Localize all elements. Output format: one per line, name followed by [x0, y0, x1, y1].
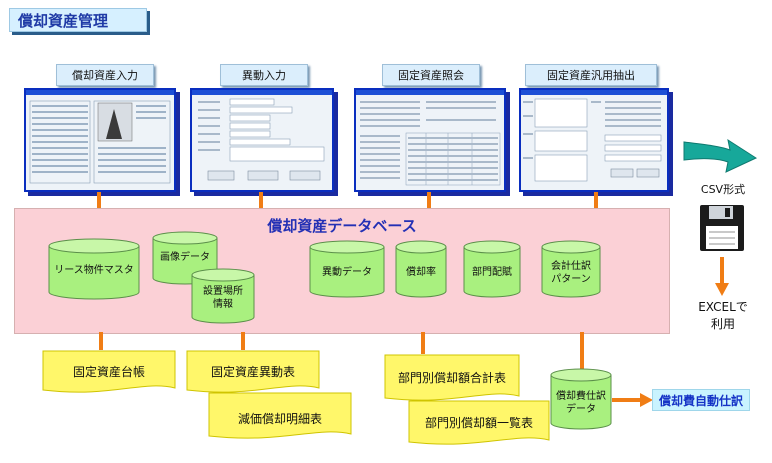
screen-thumbnail-change-input: [190, 88, 334, 192]
screen-label-change-input: 異動入力: [220, 64, 308, 86]
form-preview: [198, 98, 325, 181]
report-fixed-asset-ledger: 固定資産台帳: [42, 350, 176, 396]
db-table-lease-master: リース物件マスタ: [48, 238, 140, 300]
db-table-department-allocation: 部門配賦: [463, 240, 521, 298]
connector: [241, 332, 245, 350]
connector: [580, 332, 584, 372]
connector: [99, 332, 103, 350]
report-label: 固定資産台帳: [72, 365, 145, 379]
report-fixed-asset-change: 固定資産異動表: [186, 350, 320, 396]
db-table-label: 設置場所 情報: [203, 286, 243, 310]
arrow-right-icon: [612, 393, 653, 407]
report-label: 減価償却明細表: [237, 412, 322, 426]
db-table-depreciation-rate: 償却率: [395, 240, 447, 298]
auto-journal-box: 償却費自動仕訳: [652, 389, 750, 411]
db-table-change-data: 異動データ: [309, 240, 385, 298]
form-preview: [29, 100, 171, 184]
connector: [97, 192, 101, 208]
report-label: 固定資産異動表: [210, 365, 295, 379]
connector: [427, 192, 431, 208]
connector: [259, 192, 263, 208]
screen-label-general-extract: 固定資産汎用抽出: [525, 64, 657, 86]
db-table-label: 部門配賦: [472, 267, 512, 278]
db-table-label: 償却費仕訳 データ: [556, 391, 606, 415]
curved-arrow-icon: [683, 138, 758, 173]
table-preview: [360, 101, 501, 186]
db-table-label: 画像データ: [160, 252, 210, 263]
csv-format-label: CSV形式: [700, 183, 746, 196]
page-title: 償却資産管理: [9, 8, 147, 32]
db-table-journal-pattern: 会計仕訳 パターン: [541, 240, 601, 298]
screen-label-asset-inquiry: 固定資産照会: [382, 64, 480, 86]
db-table-label: 異動データ: [322, 267, 372, 278]
screen-thumbnail-general-extract: [519, 88, 669, 192]
report-label: 部門別償却額一覧表: [424, 416, 533, 430]
db-table-location-info: 設置場所 情報: [191, 268, 255, 324]
floppy-disk-icon: [700, 205, 744, 251]
connector: [421, 332, 425, 354]
report-label: 部門別償却額合計表: [397, 371, 506, 385]
screen-thumbnail-asset-input: [24, 88, 176, 192]
screen-label-asset-input: 償却資産入力: [56, 64, 154, 86]
connector: [594, 192, 598, 208]
arrow-down-icon: [715, 257, 729, 296]
excel-usage-label: EXCELで 利用: [698, 300, 748, 331]
report-department-depreciation-list: 部門別償却額一覧表: [408, 400, 550, 448]
db-table-label: 償却率: [406, 267, 436, 278]
screen-thumbnail-asset-inquiry: [354, 88, 506, 192]
report-department-depreciation-total: 部門別償却額合計表: [384, 354, 520, 404]
db-journal-data: 償却費仕訳 データ: [550, 368, 612, 430]
form-preview: [523, 98, 662, 182]
db-table-label: リース物件マスタ: [54, 265, 134, 276]
report-depreciation-detail: 減価償却明細表: [208, 392, 352, 442]
database-title: 償却資産データベース: [267, 217, 417, 235]
db-table-label: 会計仕訳 パターン: [551, 261, 591, 285]
